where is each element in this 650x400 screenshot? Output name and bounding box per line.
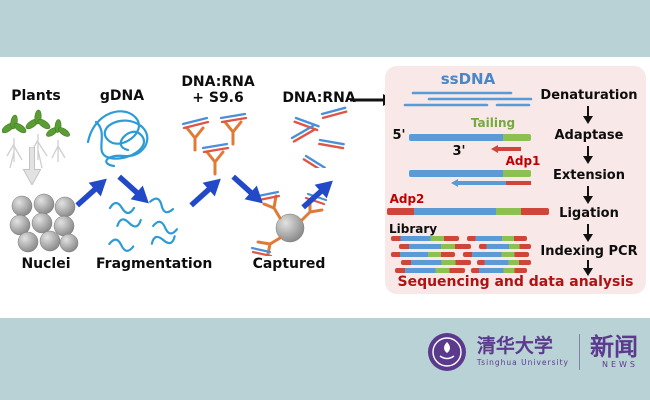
five-prime-label: 5' bbox=[392, 128, 406, 143]
nuclei-label: Nuclei bbox=[21, 256, 71, 272]
extension-strand-arrow-icon bbox=[451, 179, 531, 187]
three-prime-label: 3' bbox=[452, 144, 466, 159]
step-denaturation-label: Denaturation bbox=[540, 88, 638, 103]
plants-label: Plants bbox=[11, 88, 61, 104]
library-prep-panel: ssDNA Denaturation Tailing 5' 3' Adp1 Ad… bbox=[385, 66, 646, 294]
tsinghua-logo-icon bbox=[427, 333, 466, 371]
arrow-nuclei-to-gdna-icon bbox=[75, 178, 107, 208]
s96-antibody-icon bbox=[181, 112, 248, 176]
library-label: Library bbox=[389, 222, 438, 236]
captured-label: Captured bbox=[252, 256, 326, 272]
down-arrow-icon bbox=[583, 146, 593, 164]
fragmentation-icon bbox=[108, 197, 179, 252]
gdna-icon bbox=[86, 110, 149, 168]
brand-divider bbox=[579, 334, 580, 370]
captured-icon bbox=[250, 190, 328, 256]
step-adaptase-label: Adaptase bbox=[554, 128, 624, 143]
arrow-gdna-to-fragmentation-icon bbox=[117, 174, 149, 204]
fragmentation-label: Fragmentation bbox=[96, 256, 213, 272]
tailed-strand-bar bbox=[409, 134, 531, 141]
top-band bbox=[0, 0, 650, 57]
down-arrow-icon bbox=[583, 106, 593, 124]
dnarna-s96-label-line1: DNA:RNA bbox=[181, 74, 255, 90]
ssdna-strands-icon bbox=[403, 91, 533, 107]
ssdna-label: ssDNA bbox=[440, 70, 496, 88]
extension-template-bar bbox=[409, 170, 531, 177]
tsinghua-cn-label: 清华大学 bbox=[476, 335, 553, 358]
down-arrow-icon bbox=[583, 260, 593, 276]
tailing-label: Tailing bbox=[470, 116, 516, 130]
dnarna-label: DNA:RNA bbox=[282, 90, 356, 106]
gdna-label: gDNA bbox=[99, 88, 145, 104]
down-arrow-icon bbox=[583, 186, 593, 204]
branding-area: 清华大学 Tsinghua University 新闻 NEWS bbox=[427, 332, 638, 372]
step-ligation-label: Ligation bbox=[559, 206, 619, 221]
panel-footer-label: Sequencing and data analysis bbox=[397, 274, 634, 290]
news-cn-label: 新闻 bbox=[590, 333, 638, 361]
adp1-label: Adp1 bbox=[505, 154, 541, 168]
down-arrow-icon bbox=[583, 224, 593, 242]
library-bars bbox=[391, 236, 539, 276]
arrow-s96-to-captured-icon bbox=[231, 174, 263, 204]
news-wordmark: 新闻 NEWS bbox=[590, 335, 638, 369]
bottom-band bbox=[0, 318, 650, 400]
step-extension-label: Extension bbox=[553, 168, 625, 183]
news-en-label: NEWS bbox=[601, 360, 638, 369]
tsinghua-en-label: Tsinghua University bbox=[476, 358, 569, 368]
nuclei-icon bbox=[9, 193, 79, 253]
arrow-plants-to-nuclei-icon bbox=[22, 147, 42, 185]
dna-rna-duplex-icon bbox=[290, 106, 348, 168]
arrow-captured-to-dnarna-icon bbox=[301, 180, 333, 210]
adp1-primer-arrow-icon bbox=[491, 145, 521, 153]
adp2-label: Adp2 bbox=[389, 192, 425, 206]
dnarna-s96-label-line2: + S9.6 bbox=[192, 90, 244, 106]
step-indexing-pcr-label: Indexing PCR bbox=[540, 244, 638, 259]
plants-icon bbox=[2, 109, 70, 169]
ligated-product-bar bbox=[387, 208, 549, 215]
arrow-fragmentation-to-s96-icon bbox=[189, 178, 221, 208]
tsinghua-wordmark: 清华大学 Tsinghua University bbox=[477, 337, 569, 367]
